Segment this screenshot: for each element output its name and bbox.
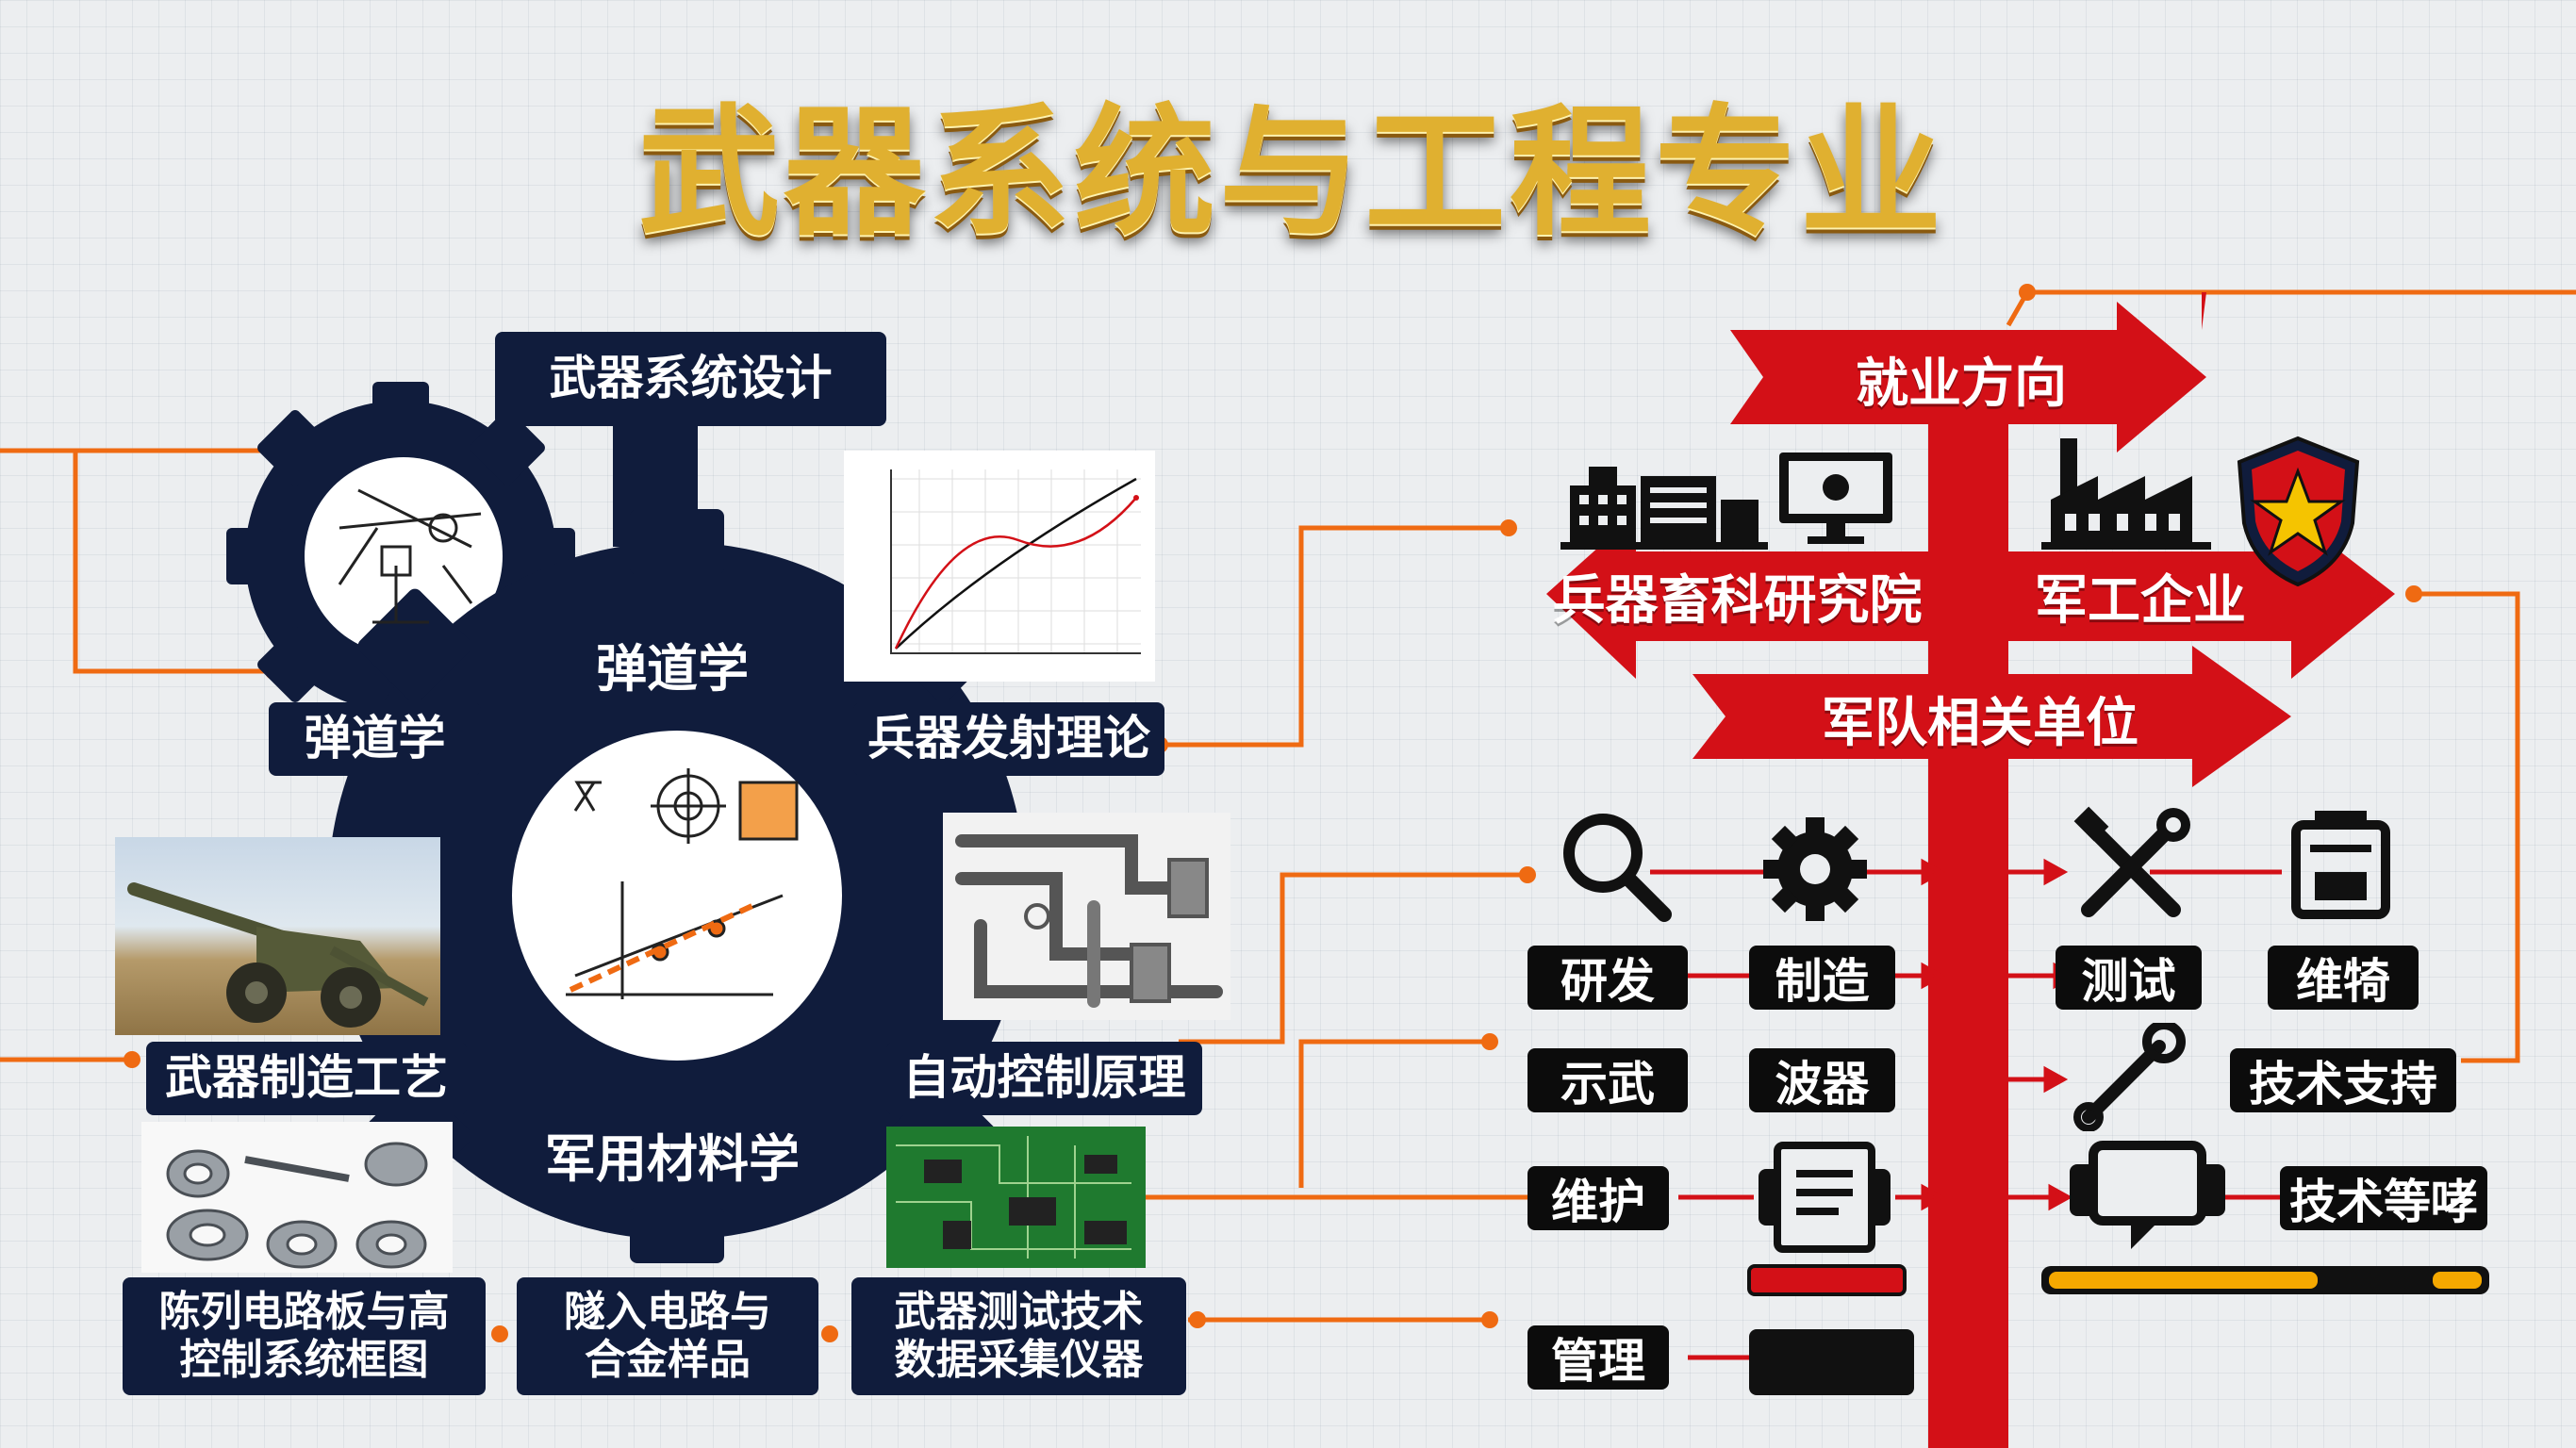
trajectory-chart-svg [890, 469, 1141, 654]
howitzer-svg [127, 882, 429, 1028]
factory-icon [2041, 438, 2211, 550]
alloy-samples-box: 隧入电路与 合金样品 [517, 1277, 818, 1395]
materials-gear-label: 军用材料学 [545, 1129, 800, 1189]
gun-mount-sketch [338, 488, 482, 624]
ballistics-gear-label: 弹道学 [596, 639, 749, 699]
trajectory-chart-image [844, 451, 1155, 682]
printer-icon [2291, 811, 2390, 919]
circuit-board-svg [896, 1136, 1131, 1259]
bearings-svg [166, 1142, 428, 1269]
circuit-board-box: 陈列电路板与高 控制系统框图 [123, 1277, 486, 1395]
circuit-board-label: 陈列电路板与高 控制系统框图 [158, 1287, 450, 1384]
role-manage: 管理 [1527, 1325, 1669, 1390]
enterprise-label: 军工企业 [2035, 569, 2246, 632]
ballistics-box: 弹道学 [269, 702, 481, 776]
page-title: 武器系统与工程专业 [637, 90, 1945, 255]
building-icon [1560, 467, 1768, 550]
role-rd: 研发 [1527, 946, 1688, 1010]
tools-icon [2073, 806, 2190, 917]
pipes-image [943, 813, 1230, 1020]
gear-icon [1763, 817, 1867, 921]
manufacturing-box: 武器制造工艺 [146, 1042, 467, 1115]
monitor-icon [1779, 452, 1892, 544]
weapon-system-design-box: 武器系统设计 [495, 332, 886, 426]
yellow-bar [2041, 1266, 2489, 1294]
role-maintain-top: 维犄 [2268, 946, 2419, 1010]
magnifier-icon [1563, 814, 1672, 922]
role-tech-etc: 技术等哮 [2280, 1166, 2487, 1230]
circuit-board-image [886, 1127, 1146, 1268]
career-title: 就业方向 [1856, 353, 2067, 415]
pipes-svg [955, 834, 1223, 1008]
wrench-icon [2073, 1023, 2186, 1131]
role-tech-support: 技术支持 [2230, 1048, 2456, 1112]
military-units-label: 军队相关单位 [1822, 692, 2138, 754]
clipboard-icon [1759, 1142, 1891, 1253]
role-demo: 示武 [1527, 1048, 1688, 1112]
auto-control-box: 自动控制原理 [886, 1042, 1202, 1115]
test-tech-box: 武器测试技术 数据采集仪器 [851, 1277, 1186, 1395]
role-wave: 波器 [1749, 1048, 1895, 1112]
launch-theory-box: 兵器发射理论 [853, 702, 1164, 776]
chat-icon [2070, 1141, 2225, 1249]
role-test: 测试 [2056, 946, 2202, 1010]
sketch-drawing [566, 768, 799, 999]
alloy-samples-label: 隧入电路与 合金样品 [564, 1287, 771, 1384]
bottom-red-bar [1747, 1264, 1907, 1296]
test-tech-label: 武器测试技术 数据采集仪器 [894, 1287, 1144, 1384]
howitzer-image [115, 837, 440, 1035]
bearings-image [141, 1122, 453, 1273]
device-block [1749, 1329, 1914, 1395]
star-shield-icon [2237, 436, 2360, 587]
institute-label: 兵器畜科研究院 [1552, 569, 1923, 632]
role-manufacture: 制造 [1749, 946, 1895, 1010]
role-maintain: 维护 [1527, 1166, 1669, 1230]
